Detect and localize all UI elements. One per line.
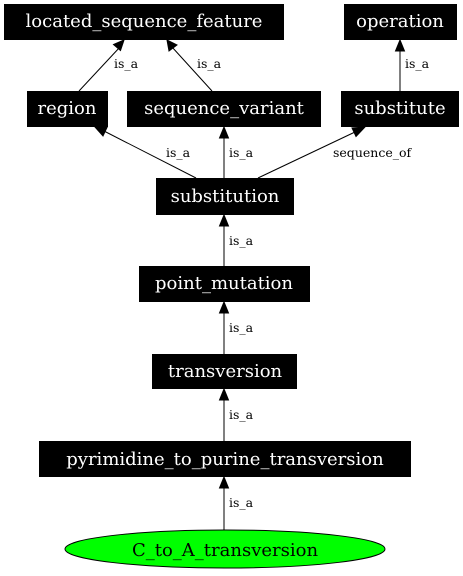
node-substitute[interactable]: substitute xyxy=(341,91,459,127)
edge-pyr-to-transversion: is_a xyxy=(218,387,254,441)
edge-label: is_a xyxy=(405,56,430,71)
edge-region-to-lsf: is_a xyxy=(78,39,139,92)
node-pyrimidine-to-purine-transversion[interactable]: pyrimidine_to_purine_transversion xyxy=(39,441,411,477)
node-region[interactable]: region xyxy=(27,91,108,127)
edge-label: is_a xyxy=(229,320,254,335)
edge-label: is_a xyxy=(229,145,254,160)
edge-label: is_a xyxy=(114,56,139,71)
node-label: substitution xyxy=(171,186,280,207)
edge-label: is_a xyxy=(197,56,222,71)
edge-label: sequence_of xyxy=(333,145,412,160)
node-label: region xyxy=(38,98,97,119)
edge-c-to-a-to-pyr: is_a xyxy=(218,475,254,530)
node-label: located_sequence_feature xyxy=(26,11,263,32)
node-located-sequence-feature[interactable]: located_sequence_feature xyxy=(4,4,284,40)
node-label: point_mutation xyxy=(155,273,293,294)
node-operation[interactable]: operation xyxy=(344,4,457,40)
node-label: transversion xyxy=(168,361,283,382)
node-label: substitute xyxy=(354,98,445,119)
node-label: pyrimidine_to_purine_transversion xyxy=(66,449,384,470)
edge-variant-to-lsf: is_a xyxy=(166,39,222,92)
edge-label: is_a xyxy=(229,495,254,510)
node-c-to-a-transversion[interactable]: C_to_A_transversion xyxy=(64,529,386,569)
node-substitution[interactable]: substitution xyxy=(156,178,294,215)
edge-label: is_a xyxy=(229,407,254,422)
edge-substitution-to-region: is_a xyxy=(93,126,197,179)
node-transversion[interactable]: transversion xyxy=(152,354,297,389)
edge-transversion-to-point-mutation: is_a xyxy=(218,300,254,354)
edge-label: is_a xyxy=(166,145,191,160)
node-sequence-variant[interactable]: sequence_variant xyxy=(127,91,321,127)
node-label: sequence_variant xyxy=(144,98,305,119)
node-label: C_to_A_transversion xyxy=(132,540,318,561)
edge-point-mutation-to-substitution: is_a xyxy=(218,213,254,266)
edge-substitution-to-substitute: sequence_of xyxy=(257,126,412,179)
edge-substitute-to-operation: is_a xyxy=(394,38,430,91)
edge-substitution-to-variant: is_a xyxy=(218,125,254,178)
edge-label: is_a xyxy=(229,233,254,248)
node-label: operation xyxy=(356,11,444,32)
node-point-mutation[interactable]: point_mutation xyxy=(139,266,310,302)
